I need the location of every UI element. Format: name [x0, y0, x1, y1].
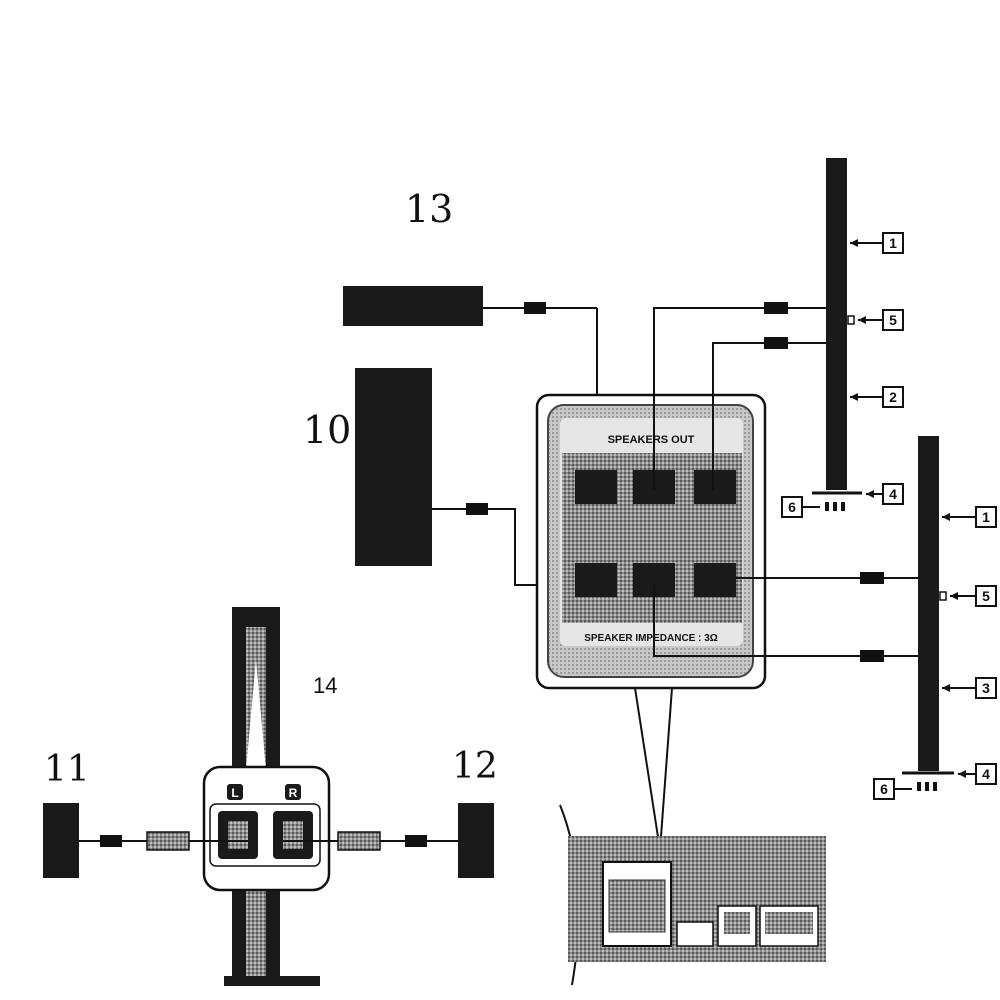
center-speaker	[343, 286, 483, 326]
lower-callout-box-5: 5	[975, 585, 997, 607]
lower-callout-box-1: 1	[975, 506, 997, 528]
main-unit-terminal-grid	[608, 879, 666, 933]
upper-callout-box-4: 4	[882, 483, 904, 505]
front-right-plug-sleeve	[337, 831, 381, 851]
front-right-speaker	[458, 803, 494, 878]
upper-arrow-1	[850, 239, 858, 247]
main-unit-port-3-inner	[765, 912, 813, 934]
upper-callout-box-6: 6	[781, 496, 803, 518]
svg-text:5: 5	[982, 588, 990, 604]
lower-callout-box-3: 3	[975, 677, 997, 699]
tower-jack-right-hole	[283, 821, 303, 849]
svg-text:1: 1	[982, 509, 990, 525]
front-left-plug-body	[100, 835, 122, 847]
label-front-right: 12	[452, 746, 498, 787]
tower-jack-left-hole	[228, 821, 248, 849]
svg-text:2: 2	[889, 389, 897, 405]
terminal-front-right	[694, 470, 736, 504]
upper-callout-box-2: 2	[882, 386, 904, 408]
tower-speaker-top	[232, 607, 280, 627]
upper-arrow-2	[850, 393, 858, 401]
lower-plug-2	[860, 650, 884, 662]
terminal-center	[575, 470, 617, 504]
label-tower: 14	[313, 673, 337, 698]
label-front-left: 11	[44, 749, 90, 790]
terminal-surround-right	[694, 563, 736, 597]
upper-arrow-5	[858, 316, 866, 324]
front-left-plug-sleeve	[146, 831, 190, 851]
label-center-speaker: 13	[405, 187, 453, 231]
lower-arrow-1	[942, 513, 950, 521]
lower-callout-box-4: 4	[975, 763, 997, 785]
svg-text:4: 4	[889, 486, 897, 502]
center-speaker-plug	[524, 302, 546, 314]
lower-wire-2	[653, 585, 918, 657]
lower-arrow-5	[950, 592, 958, 600]
subwoofer-plug	[466, 503, 488, 515]
front-left-speaker	[43, 803, 79, 878]
upper-wire-2	[712, 342, 826, 490]
lower-screws	[917, 782, 937, 791]
tower-jack-label-right-badge: R	[285, 784, 301, 800]
front-right-plug-body	[405, 835, 427, 847]
svg-text:5: 5	[889, 312, 897, 328]
upper-callout-box-5: 5	[882, 309, 904, 331]
label-subwoofer: 10	[303, 408, 351, 452]
upper-screws	[825, 502, 845, 511]
tower-speaker-notch	[246, 660, 266, 770]
tower-jack-label-left: L	[231, 786, 238, 800]
panel-title: SPEAKERS OUT	[608, 434, 695, 446]
lower-arrow-4	[958, 770, 966, 778]
lower-callout-box-6: 6	[873, 778, 895, 800]
svg-text:6: 6	[788, 499, 796, 515]
subwoofer	[355, 368, 432, 566]
upper-callout-box-1: 1	[882, 232, 904, 254]
upper-arrow-4	[866, 490, 874, 498]
svg-text:4: 4	[982, 766, 990, 782]
lower-speaker-pole	[918, 436, 939, 771]
upper-clip	[847, 315, 855, 325]
svg-text:3: 3	[982, 680, 990, 696]
svg-text:6: 6	[880, 781, 888, 797]
main-unit-port-2-inner	[724, 912, 750, 934]
main-unit-port-1	[676, 921, 714, 947]
lower-clip	[939, 591, 947, 601]
callout-pointer	[634, 687, 673, 851]
svg-text:1: 1	[889, 235, 897, 251]
tower-jack-label-left-badge: L	[227, 784, 243, 800]
tower-jack-label-right: R	[289, 786, 298, 800]
upper-speaker-pole	[826, 158, 847, 490]
lower-arrow-3	[942, 684, 950, 692]
upper-plug-2	[764, 337, 788, 349]
upper-plug-1	[764, 302, 788, 314]
lower-plug-1	[860, 572, 884, 584]
terminal-subwoofer	[575, 563, 617, 597]
tower-speaker-foot	[224, 976, 320, 986]
panel-impedance: SPEAKER IMPEDANCE : 3Ω	[584, 633, 718, 644]
